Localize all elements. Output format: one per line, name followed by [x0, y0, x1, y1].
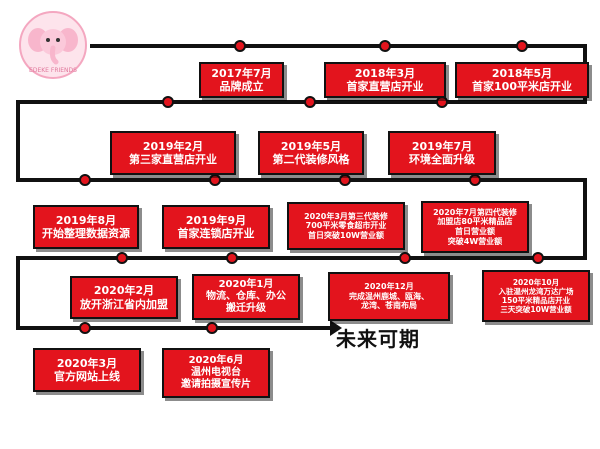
timeline-node [469, 174, 481, 186]
milestone-box: 2019年5月 第二代装修风格 [258, 131, 364, 175]
milestone-box: 2019年2月 第三家直营店开业 [110, 131, 236, 175]
milestone-line: 邀请拍摄宣传片 [181, 379, 251, 390]
milestone-line: 2020年3月第三代装修 [304, 211, 388, 221]
milestone-box: 2018年3月 首家直营店开业 [324, 62, 446, 98]
milestone-line: 150平米精品店开业 [501, 296, 571, 305]
milestone-box: 2020年3月第三代装修 700平米零食超市开业 首日突破10W营业额 [287, 202, 405, 250]
milestone-line: 2017年7月 [211, 66, 272, 80]
milestone-line: 环境全面升级 [409, 153, 475, 166]
milestone-box: 2020年3月 官方网站上线 [33, 348, 141, 392]
milestone-box: 2017年7月 品牌成立 [199, 62, 284, 98]
milestone-line: 首家直营店开业 [346, 80, 424, 93]
milestone-box: 2020年6月 温州电视台 邀请拍摄宣传片 [162, 348, 270, 398]
milestone-line: 2020年3月 [56, 356, 118, 370]
milestone-line: 2019年5月 [280, 139, 342, 153]
milestone-line: 2019年8月 [55, 213, 117, 227]
milestone-line: 完成温州鹿城、瓯海、 [349, 291, 429, 301]
timeline-node [532, 252, 544, 264]
milestone-box: 2020年1月 物流、仓库、办公 搬迁升级 [192, 274, 300, 320]
milestone-line: 2020年2月 [93, 284, 155, 298]
milestone-line: 官方网站上线 [54, 370, 120, 383]
milestone-line: 2018年5月 [491, 66, 553, 80]
timeline-node [516, 40, 528, 52]
timeline-node [339, 174, 351, 186]
timeline-node [162, 96, 174, 108]
milestone-line: 2018年3月 [354, 66, 416, 80]
milestone-line: 入驻温州龙湾万达广场 [498, 287, 574, 296]
milestone-line: 第三家直营店开业 [129, 153, 217, 166]
milestone-line: 首日营业额 [455, 227, 495, 236]
future-slogan: 未来可期 [336, 327, 420, 351]
timeline-node [79, 322, 91, 334]
milestone-line: 突破4W营业额 [447, 236, 503, 246]
timeline-node [234, 40, 246, 52]
milestone-line: 品牌成立 [219, 80, 264, 93]
milestone-line: 首日突破10W营业额 [308, 230, 384, 240]
timeline-node [226, 252, 238, 264]
milestone-line: 三天突破10W营业额 [500, 305, 572, 314]
milestone-line: 温州电视台 [191, 367, 241, 378]
milestone-box: 2019年7月 环境全面升级 [388, 131, 496, 175]
brand-logo: EDEKE FRIENDS [19, 11, 87, 79]
milestone-line: 龙湾、苍南布局 [361, 301, 417, 311]
timeline-node [206, 322, 218, 334]
milestone-line: 物流、仓库、办公 [206, 291, 286, 302]
milestone-box: 2020年7月第四代装修 加盟店80平米精品店 首日营业额 突破4W营业额 [421, 201, 529, 253]
logo-text: EDEKE FRIENDS [29, 67, 77, 74]
timeline-node [379, 40, 391, 52]
timeline-node [209, 174, 221, 186]
milestone-line: 搬迁升级 [226, 303, 266, 314]
milestone-line: 开始整理数据资源 [42, 227, 130, 240]
milestone-box: 2018年5月 首家100平米店开业 [455, 62, 589, 98]
milestone-line: 加盟店80平米精品店 [437, 217, 513, 227]
milestone-line: 700平米零食超市开业 [305, 221, 387, 231]
milestone-line: 2019年2月 [142, 139, 204, 153]
timeline-node [304, 96, 316, 108]
milestone-line: 首家100平米店开业 [472, 80, 572, 93]
milestone-line: 2020年10月 [512, 278, 560, 287]
milestone-line: 2020年1月 [218, 279, 274, 290]
milestone-box: 2020年2月 放开浙江省内加盟 [70, 276, 178, 319]
milestone-box: 2019年9月 首家连锁店开业 [162, 205, 270, 249]
milestone-line: 2019年7月 [411, 139, 473, 153]
milestone-line: 2019年9月 [185, 213, 247, 227]
milestone-line: 2020年7月第四代装修 [433, 207, 517, 217]
timeline-node [116, 252, 128, 264]
milestone-line: 第二代装修风格 [272, 153, 350, 166]
timeline-node [399, 252, 411, 264]
timeline-node [79, 174, 91, 186]
milestone-line: 放开浙江省内加盟 [80, 297, 168, 311]
milestone-box: 2019年8月 开始整理数据资源 [33, 205, 139, 249]
milestone-line: 首家连锁店开业 [177, 227, 255, 240]
milestone-line: 2020年6月 [188, 355, 244, 366]
milestone-box: 2020年12月 完成温州鹿城、瓯海、 龙湾、苍南布局 [328, 272, 450, 321]
milestone-box: 2020年10月 入驻温州龙湾万达广场 150平米精品店开业 三天突破10W营业… [482, 270, 590, 322]
milestone-line: 2020年12月 [364, 282, 414, 292]
